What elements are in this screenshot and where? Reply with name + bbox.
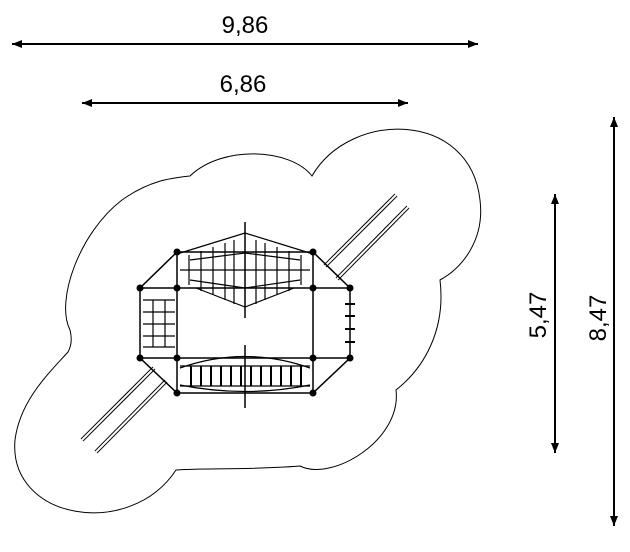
slide-bottom-left xyxy=(80,366,168,454)
rope-bridge-bottom xyxy=(179,355,311,393)
dimension-overall-depth: 8,47 xyxy=(585,117,618,526)
overall-depth-label: 8,47 xyxy=(585,295,612,342)
structure-frame xyxy=(139,222,351,408)
slide-top-right xyxy=(323,193,410,281)
posts xyxy=(136,248,354,397)
dimension-structure-depth: 5,47 xyxy=(525,194,559,453)
overall-width-label: 9,86 xyxy=(222,12,269,39)
climbing-net-left xyxy=(143,299,175,348)
dimension-overall-width: 9,86 xyxy=(12,12,478,48)
structure-depth-label: 5,47 xyxy=(525,292,552,339)
climbing-net-top xyxy=(176,232,314,308)
dimension-structure-width: 6,86 xyxy=(82,71,408,107)
safety-zone-outline xyxy=(14,128,482,514)
structure-width-label: 6,86 xyxy=(220,71,267,98)
side-rungs-right xyxy=(345,303,355,343)
